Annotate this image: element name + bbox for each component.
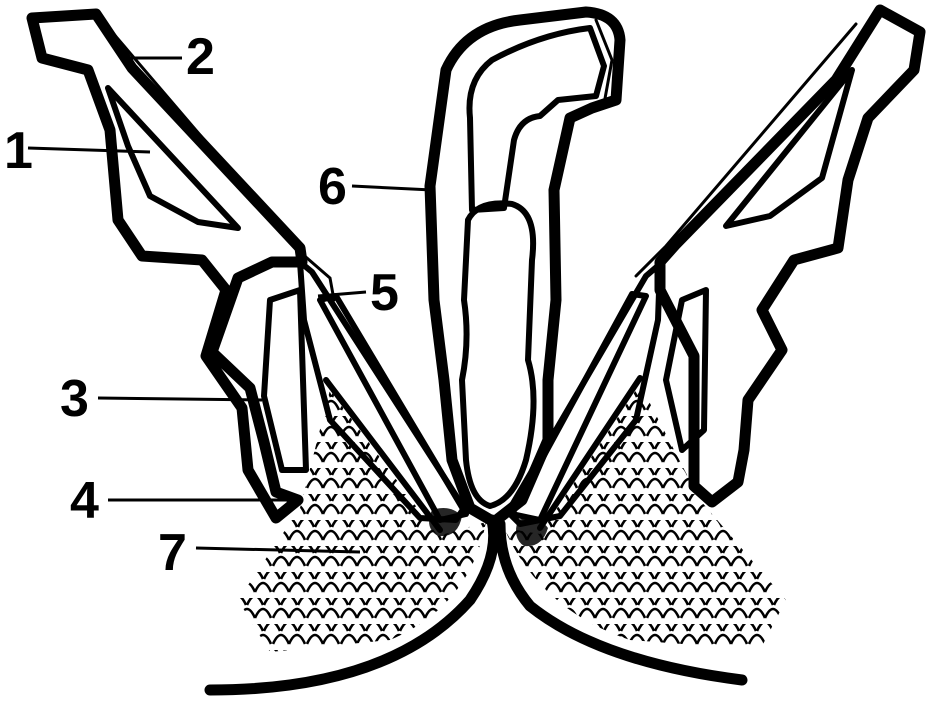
label-4: 4 xyxy=(70,472,99,530)
label-6: 6 xyxy=(318,158,347,216)
label-2: 2 xyxy=(186,28,215,86)
right-obturator-muscle xyxy=(726,70,852,226)
label-5: 5 xyxy=(370,264,399,322)
label-1: 1 xyxy=(4,122,33,180)
left-pelvic-bone xyxy=(32,14,334,518)
right-pelvic-bone xyxy=(636,10,920,502)
label-3: 3 xyxy=(60,370,89,428)
label-7: 7 xyxy=(158,524,187,582)
leader-3 xyxy=(98,398,262,400)
left-lower-muscle xyxy=(264,290,306,470)
leader-6 xyxy=(352,186,432,190)
